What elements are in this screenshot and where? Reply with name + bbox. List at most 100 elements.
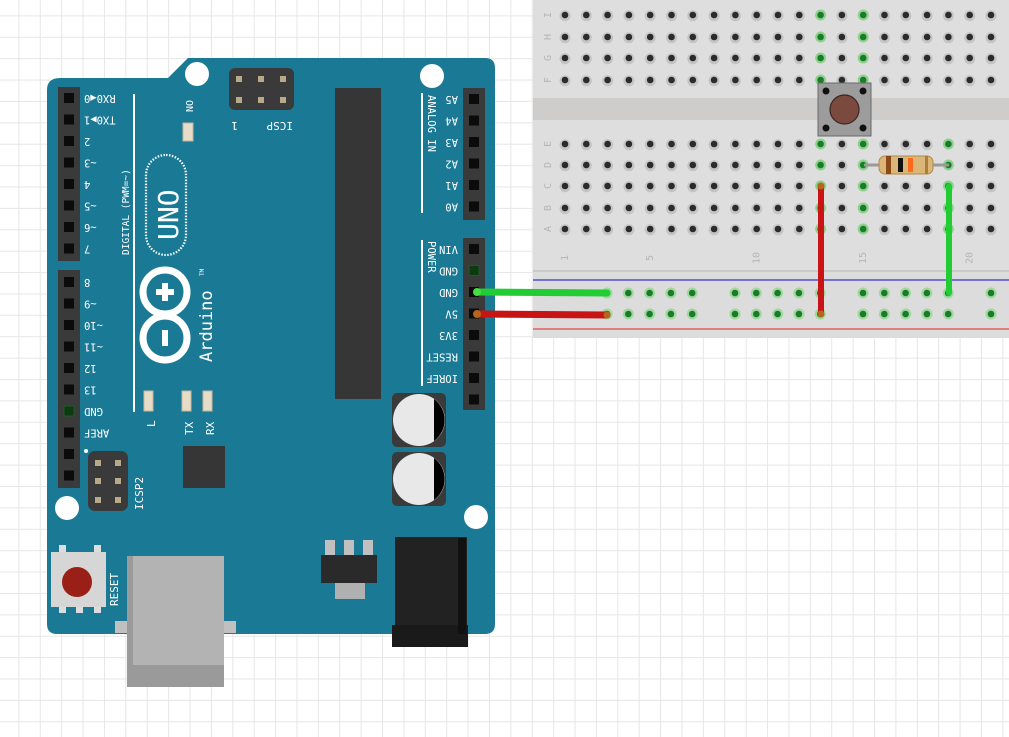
breadboard-hole[interactable] — [561, 225, 569, 233]
breadboard-hole[interactable] — [689, 204, 697, 212]
breadboard-hole[interactable] — [646, 11, 654, 19]
breadboard-hole[interactable] — [859, 76, 867, 84]
breadboard-hole[interactable] — [753, 225, 760, 233]
breadboard-hole[interactable] — [710, 140, 718, 148]
rail-hole[interactable] — [774, 310, 781, 318]
breadboard-hole[interactable] — [881, 11, 888, 19]
header-pin[interactable] — [64, 427, 74, 438]
header-pin[interactable] — [64, 179, 74, 189]
breadboard-hole[interactable] — [774, 161, 782, 169]
breadboard-hole[interactable] — [966, 76, 973, 84]
header-pin[interactable] — [469, 330, 479, 340]
breadboard-hole[interactable] — [923, 33, 931, 41]
breadboard-hole[interactable] — [689, 33, 697, 41]
reset-button-cap[interactable] — [62, 567, 92, 597]
breadboard-hole[interactable] — [902, 76, 910, 84]
rail-hole[interactable] — [667, 289, 675, 297]
rail-hole[interactable] — [646, 289, 653, 297]
breadboard-hole[interactable] — [838, 161, 846, 169]
header-pin[interactable] — [469, 158, 479, 169]
header-pin[interactable] — [64, 243, 74, 254]
breadboard-hole[interactable] — [966, 204, 973, 212]
rail-hole[interactable] — [923, 289, 931, 297]
breadboard-hole[interactable] — [646, 76, 654, 84]
pushbutton-cap[interactable] — [829, 94, 860, 125]
rail-hole[interactable] — [731, 310, 739, 318]
breadboard-hole[interactable] — [796, 225, 803, 233]
breadboard-hole[interactable] — [710, 225, 718, 233]
breadboard-hole[interactable] — [583, 11, 590, 19]
breadboard-hole[interactable] — [604, 54, 611, 62]
breadboard-hole[interactable] — [859, 225, 867, 233]
breadboard-hole[interactable] — [859, 204, 867, 212]
breadboard-hole[interactable] — [710, 76, 718, 84]
breadboard-hole[interactable] — [625, 140, 633, 148]
breadboard-hole[interactable] — [583, 182, 590, 190]
breadboard-hole[interactable] — [923, 204, 931, 212]
breadboard-hole[interactable] — [881, 140, 888, 148]
header-pin[interactable] — [469, 244, 479, 254]
breadboard-hole[interactable] — [732, 76, 739, 84]
breadboard-hole[interactable] — [859, 54, 867, 62]
breadboard-hole[interactable] — [583, 204, 590, 212]
breadboard-hole[interactable] — [945, 33, 952, 41]
rail-hole[interactable] — [625, 289, 632, 297]
breadboard-hole[interactable] — [646, 161, 654, 169]
header-pin[interactable] — [64, 341, 74, 352]
breadboard-hole[interactable] — [689, 161, 697, 169]
breadboard-hole[interactable] — [604, 182, 611, 190]
breadboard-hole[interactable] — [668, 54, 675, 62]
rail-hole[interactable] — [753, 310, 760, 318]
header-pin[interactable] — [64, 93, 74, 103]
breadboard-hole[interactable] — [732, 182, 739, 190]
rail-hole[interactable] — [859, 289, 867, 297]
rail-hole[interactable] — [902, 310, 909, 318]
breadboard-hole[interactable] — [923, 140, 931, 148]
breadboard-hole[interactable] — [732, 225, 739, 233]
breadboard-hole[interactable] — [838, 54, 846, 62]
breadboard-hole[interactable] — [945, 11, 952, 19]
breadboard-hole[interactable] — [902, 11, 910, 19]
pushbutton[interactable] — [817, 82, 872, 137]
breadboard-hole[interactable] — [732, 54, 739, 62]
breadboard-hole[interactable] — [561, 76, 569, 84]
header-pin[interactable] — [64, 200, 74, 211]
breadboard-hole[interactable] — [710, 182, 718, 190]
header-pin[interactable] — [469, 180, 479, 190]
breadboard-hole[interactable] — [710, 11, 718, 19]
breadboard-hole[interactable] — [689, 182, 697, 190]
breadboard-hole[interactable] — [817, 54, 824, 62]
breadboard-hole[interactable] — [753, 204, 760, 212]
breadboard-hole[interactable] — [604, 140, 611, 148]
breadboard-hole[interactable] — [966, 225, 973, 233]
breadboard-hole[interactable] — [583, 33, 590, 41]
breadboard-hole[interactable] — [796, 54, 803, 62]
header-pin[interactable] — [64, 277, 74, 287]
breadboard-hole[interactable] — [753, 33, 760, 41]
breadboard-hole[interactable] — [945, 76, 952, 84]
breadboard-hole[interactable] — [774, 225, 782, 233]
5v-wire[interactable] — [473, 310, 611, 319]
breadboard-hole[interactable] — [753, 140, 760, 148]
breadboard-hole[interactable] — [817, 140, 824, 148]
rail-hole[interactable] — [795, 289, 803, 297]
breadboard-hole[interactable] — [838, 33, 846, 41]
header-pin[interactable] — [64, 136, 74, 146]
breadboard-hole[interactable] — [838, 140, 846, 148]
header-pin[interactable] — [469, 115, 479, 126]
breadboard-hole[interactable] — [966, 33, 973, 41]
breadboard-hole[interactable] — [561, 54, 569, 62]
breadboard-hole[interactable] — [966, 54, 973, 62]
breadboard-hole[interactable] — [646, 140, 654, 148]
header-pin[interactable] — [64, 449, 74, 459]
breadboard-hole[interactable] — [625, 225, 633, 233]
breadboard-hole[interactable] — [753, 11, 760, 19]
rail-hole[interactable] — [881, 289, 888, 297]
breadboard-hole[interactable] — [859, 11, 867, 19]
breadboard-hole[interactable] — [796, 33, 803, 41]
breadboard-hole[interactable] — [796, 140, 803, 148]
breadboard-hole[interactable] — [668, 76, 675, 84]
breadboard-hole[interactable] — [753, 182, 760, 190]
breadboard-hole[interactable] — [689, 76, 697, 84]
